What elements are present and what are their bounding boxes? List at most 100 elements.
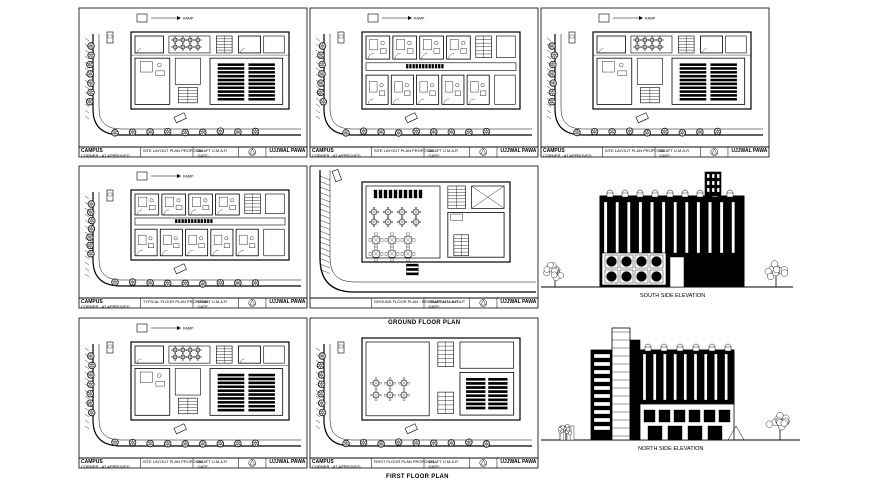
tree	[146, 128, 154, 136]
title-block-sheet-name: TYPICAL FLOOR PLAN PROPOSAL	[142, 299, 209, 304]
room	[416, 74, 440, 105]
table-set	[369, 207, 379, 217]
fixtures	[239, 234, 256, 248]
south-elevation	[541, 171, 793, 288]
tree	[643, 129, 651, 137]
title-block-subtitle: CORNER · AT APPROVED	[81, 463, 130, 469]
tree	[319, 98, 328, 106]
table-set	[398, 389, 410, 401]
fixtures	[138, 196, 156, 210]
tree	[216, 440, 225, 448]
tree	[696, 128, 704, 136]
tree	[86, 241, 94, 250]
drawing-panel-p3: RAMP	[540, 7, 770, 158]
tree	[394, 438, 403, 446]
tree	[163, 127, 172, 136]
title-block-owner: UJJWAL PAWA	[269, 298, 306, 305]
title-block-date: DATE:	[428, 303, 441, 309]
car-icon	[106, 31, 114, 44]
title-block-drawn-by: DRAFT U.M.A.R	[428, 148, 459, 153]
tree	[216, 127, 225, 135]
title-block-drawn-by: DRAFT U.M.A.R	[428, 299, 459, 304]
panel-content: RAMP	[84, 171, 301, 288]
tree	[251, 127, 260, 136]
tree	[318, 42, 327, 50]
title-block-brand: CAMPUS	[81, 147, 103, 154]
tree	[87, 352, 95, 360]
stair	[178, 87, 198, 104]
fixtures	[218, 196, 236, 210]
tree	[316, 88, 325, 97]
car-icon	[106, 189, 114, 202]
car-icon	[404, 112, 418, 124]
north-elevation	[541, 327, 800, 441]
tree	[87, 380, 95, 388]
tree	[146, 279, 154, 287]
room	[134, 228, 158, 257]
tree	[181, 128, 189, 137]
panel-frame	[540, 7, 770, 148]
ramp-label: RAMP	[183, 175, 194, 179]
fixtures	[188, 234, 205, 248]
stair	[216, 35, 233, 54]
tree	[163, 440, 172, 448]
title-block-sheet-name: GROUND FLOOR PLAN - RESTAURANT LAYOUT	[373, 299, 466, 304]
car-icon	[337, 341, 345, 354]
title-block-sheet-name: SITE LAYOUT PLAN PROPOSAL	[604, 148, 666, 153]
tree	[678, 129, 687, 137]
panel-content: RAMP	[84, 323, 301, 448]
tree	[482, 127, 491, 136]
tree	[146, 439, 154, 448]
title-block-drawn-by: DRAFT U.M.A.R	[197, 148, 228, 153]
tree	[430, 128, 438, 136]
fixtures	[470, 81, 487, 96]
table-set	[384, 377, 396, 389]
table-set	[383, 217, 393, 227]
car-icon	[337, 31, 345, 44]
fixtures	[369, 39, 387, 54]
title-block	[540, 146, 770, 158]
room	[210, 228, 234, 257]
drawing-panel-p6: RAMP	[78, 317, 308, 469]
ramp-arrow: RAMP	[136, 171, 194, 181]
tree	[318, 60, 326, 69]
room	[390, 74, 414, 105]
drawing-panel-p2: RAMP	[309, 7, 539, 158]
drawing-panel-p5	[309, 165, 539, 309]
title-block	[78, 457, 308, 469]
ramp-label: RAMP	[645, 17, 656, 21]
seat-rows	[466, 377, 508, 410]
ramp-arrow: RAMP	[136, 323, 194, 333]
title-block-brand: CAMPUS	[312, 147, 334, 154]
table-set	[179, 36, 187, 44]
title-block-sheet-name: SITE LAYOUT PLAN PROPOSAL	[142, 148, 204, 153]
table-set	[171, 353, 179, 361]
room	[365, 35, 391, 60]
tree	[87, 225, 96, 233]
table-set	[641, 36, 649, 44]
tree	[548, 88, 557, 97]
tree	[465, 438, 473, 446]
table-set	[656, 36, 664, 44]
tree	[317, 371, 326, 379]
table-set	[194, 43, 202, 51]
car-icon	[173, 112, 187, 124]
room	[419, 35, 444, 60]
table-set	[411, 207, 421, 217]
seat-rows	[679, 63, 737, 101]
panel-content	[319, 168, 536, 293]
logo-icon	[248, 299, 257, 307]
tree	[548, 98, 556, 106]
tree	[234, 128, 242, 136]
building-footprint	[130, 341, 290, 421]
tree	[88, 408, 96, 417]
tree	[543, 261, 564, 287]
title-block-date: DATE:	[197, 303, 210, 309]
title-block-drawn-by: DRAFT U.M.A.R	[197, 299, 228, 304]
tree	[111, 438, 119, 446]
tree	[661, 127, 669, 136]
room	[235, 228, 259, 257]
title-block-brand: CAMPUS	[543, 147, 565, 154]
seat-rows	[217, 373, 275, 412]
